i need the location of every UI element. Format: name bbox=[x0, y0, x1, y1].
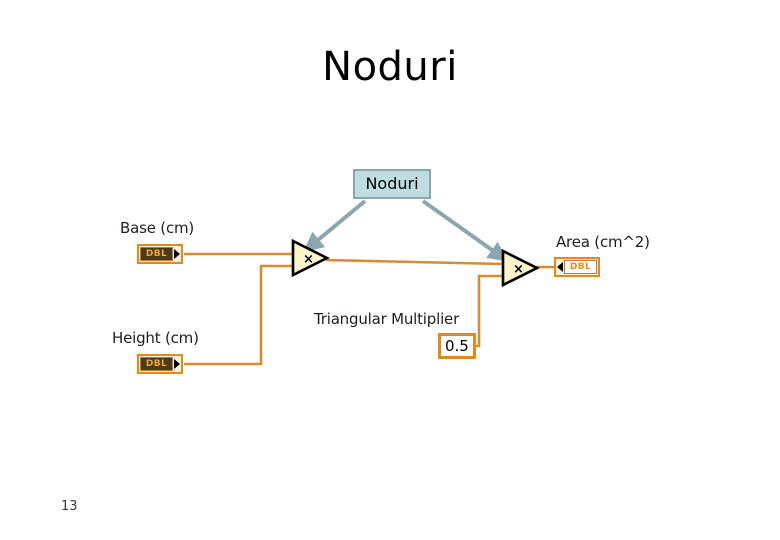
base-control-terminal[interactable]: DBL bbox=[137, 244, 183, 264]
triangular-multiplier-value: 0.5 bbox=[445, 336, 469, 355]
height-control-label: Height (cm) bbox=[112, 329, 199, 347]
page-number: 13 bbox=[61, 499, 78, 514]
callout-arrows bbox=[303, 199, 509, 262]
height-control-datatype-label: DBL bbox=[145, 358, 168, 369]
triangular-multiplier-constant[interactable]: 0.5 bbox=[438, 333, 476, 359]
base-control-datatype-label: DBL bbox=[145, 248, 168, 259]
callout-arrow-left bbox=[303, 199, 367, 253]
height-control-terminal[interactable]: DBL bbox=[137, 354, 183, 374]
callout-box[interactable]: Noduri bbox=[353, 169, 431, 199]
multiply-node-2[interactable]: × bbox=[501, 248, 540, 288]
wire-multiply1-to-multiply2 bbox=[325, 258, 504, 266]
area-indicator-datatype-box: DBL bbox=[564, 260, 597, 274]
multiply-node-2-symbol: × bbox=[513, 262, 524, 277]
multiply-node-2-body[interactable] bbox=[501, 248, 540, 288]
area-indicator-datatype-label: DBL bbox=[569, 261, 592, 272]
base-control-label: Base (cm) bbox=[120, 219, 195, 237]
area-indicator-label: Area (cm^2) bbox=[556, 233, 650, 251]
wire-constant-to-multiply2 bbox=[474, 274, 503, 348]
signal-wires bbox=[184, 252, 556, 366]
callout-label: Noduri bbox=[365, 174, 419, 193]
base-control-datatype-box: DBL bbox=[140, 247, 173, 261]
multiply-node-1[interactable]: × bbox=[291, 238, 330, 278]
multiply-node-1-body[interactable] bbox=[291, 238, 330, 278]
area-indicator-terminal[interactable]: DBL bbox=[554, 257, 600, 277]
area-indicator-input-arrow-icon bbox=[557, 262, 563, 272]
multiply-node-1-symbol: × bbox=[303, 252, 314, 267]
height-control-output-arrow-icon bbox=[174, 359, 180, 369]
wire-height-to-multiply1 bbox=[184, 264, 293, 366]
triangular-multiplier-label: Triangular Multiplier bbox=[314, 310, 460, 328]
height-control-datatype-box: DBL bbox=[140, 357, 173, 371]
base-control-output-arrow-icon bbox=[174, 249, 180, 259]
page-title: Noduri bbox=[322, 44, 458, 90]
callout-arrow-right bbox=[421, 199, 509, 262]
